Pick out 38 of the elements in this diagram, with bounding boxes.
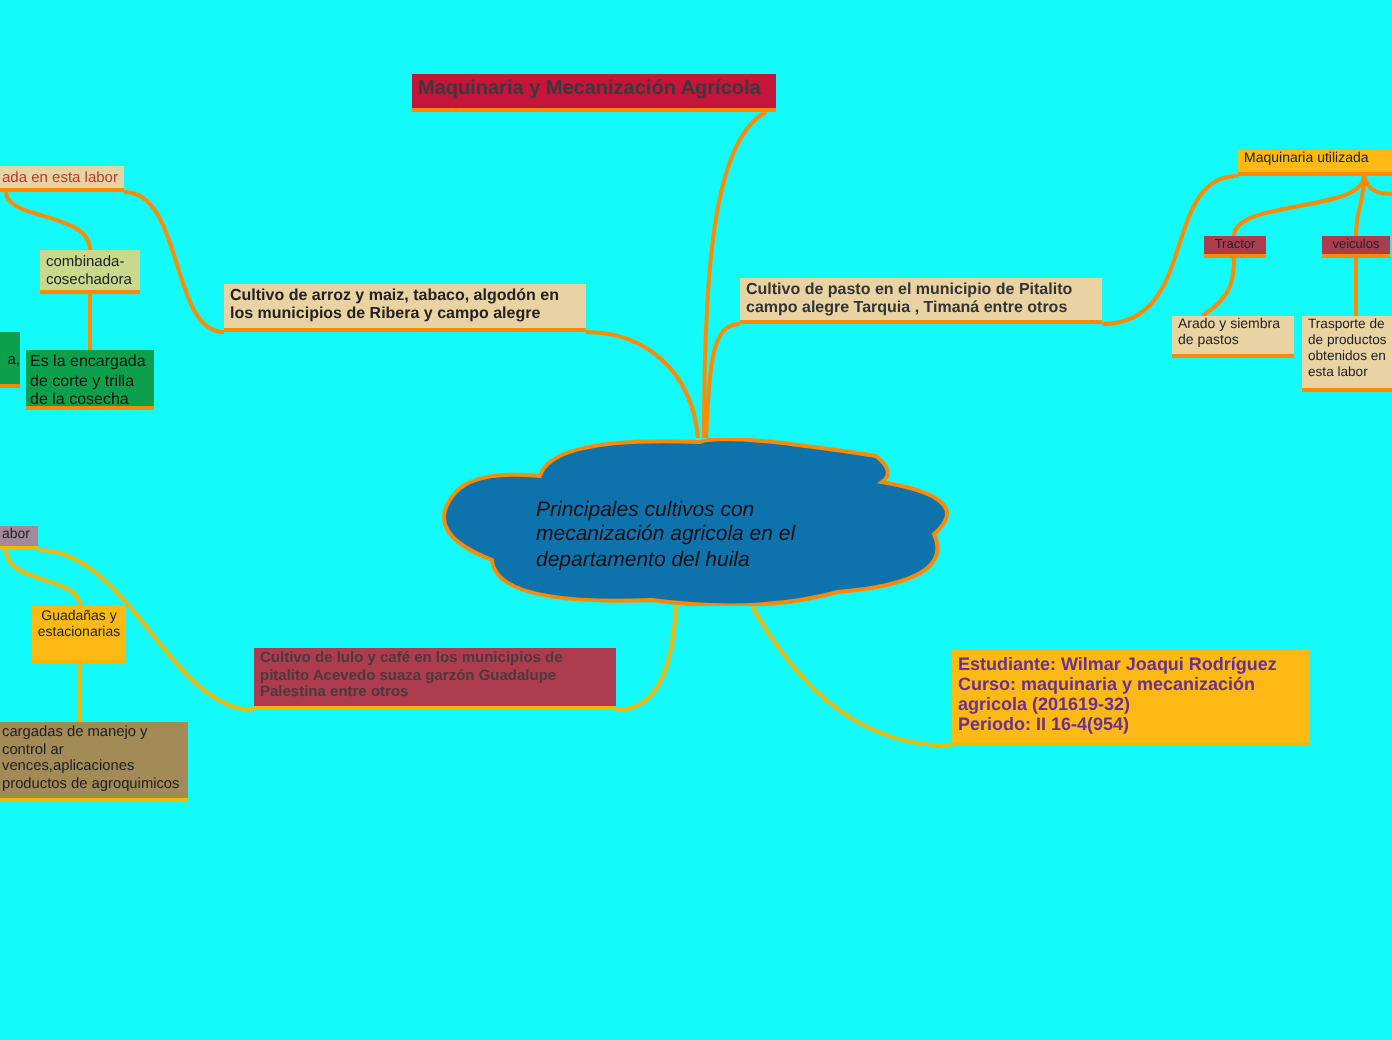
connector-line	[4, 549, 82, 607]
topic-text: Cultivo de pasto en el municipio de Pitalito campo alegre Tarquia , Timaná entre otros	[746, 280, 1075, 317]
connector-line	[750, 604, 953, 748]
topic-card	[0, 166, 124, 192]
topic-text: Maquinaria y Mecanización Agrícola	[418, 78, 763, 102]
connector-line	[1354, 175, 1366, 237]
topic-text: Periodo: II 16-4(954)	[958, 714, 1132, 736]
connector-line	[1362, 175, 1392, 196]
connector-line	[4, 191, 92, 251]
topic-card	[1172, 316, 1294, 358]
connector-line	[615, 605, 678, 712]
topic-card	[0, 332, 20, 388]
topic-text: Estudiante: Wilmar Joaqui Rodríguez	[958, 654, 1279, 675]
topic-text: Curso: maquinaria y mecanización agricola (201619-32)	[958, 674, 1258, 715]
title-card	[412, 74, 776, 112]
connector-line	[1101, 174, 1239, 326]
connector-line	[704, 322, 741, 439]
connector-line	[78, 664, 82, 722]
connector-line	[88, 294, 92, 350]
connector-line	[585, 330, 700, 439]
topic-card	[740, 278, 1102, 324]
connector-line	[37, 548, 255, 712]
topic-card	[1204, 236, 1266, 258]
topic-card	[1238, 150, 1392, 176]
connector-line	[123, 190, 225, 334]
topic-card	[224, 284, 586, 332]
topic-text: Cultivo de arroz y maiz, tabaco, algodón en los municipios de Ribera y campo alegre	[230, 286, 561, 323]
topic-card	[32, 606, 126, 664]
connector-line	[1232, 175, 1366, 237]
topic-card	[0, 526, 38, 550]
topic-card	[1322, 236, 1390, 258]
connector-line	[1354, 258, 1358, 316]
topic-text: Principales cultivos con mecanización agricola en el departamento del huila	[536, 498, 798, 572]
connector-line	[1200, 258, 1236, 318]
connector-line	[702, 110, 768, 438]
topic-text: Es la encargada de corte y trilla de la cosecha	[30, 352, 148, 410]
info-card	[952, 650, 1310, 746]
topic-card	[254, 648, 616, 710]
